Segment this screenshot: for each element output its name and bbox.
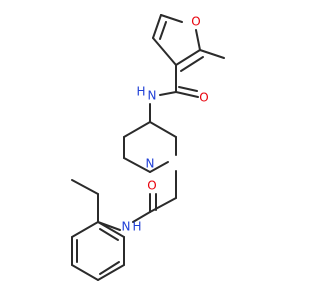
piperidine-nitrogen-label: N (146, 157, 155, 171)
carbonyl-oxygen-mid-label: O (147, 179, 156, 193)
amide-h-top-label: H (136, 85, 145, 99)
molecule-structure: O O H N N O N H (71, 14, 225, 281)
carbonyl-oxygen-top-label: O (199, 91, 208, 105)
upper-amide (149, 64, 199, 123)
amide-h-bottom-label: H (132, 220, 141, 234)
furan-oxygen-label: O (191, 15, 200, 29)
piperidine-ring (123, 121, 177, 173)
amide-n-top-label: N (148, 89, 157, 103)
furan-ring (152, 14, 225, 72)
lower-linker (132, 170, 177, 223)
amide-n-bottom-label: N (122, 220, 131, 234)
ethylphenyl-ring (71, 179, 125, 281)
